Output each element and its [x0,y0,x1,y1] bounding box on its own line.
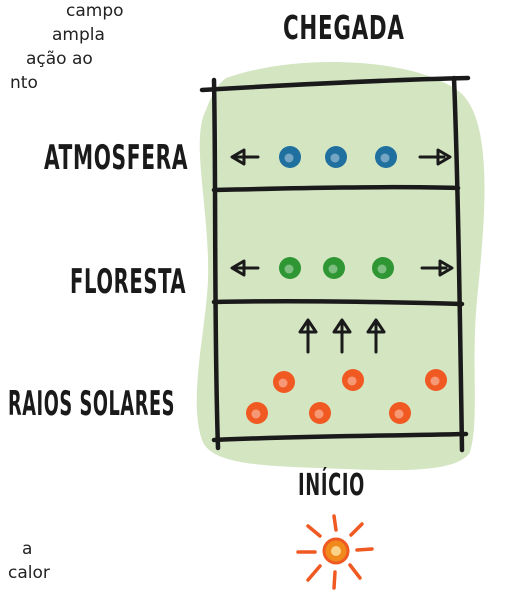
forest-particle [279,257,301,279]
atmosphere-particles [279,146,397,168]
solar-particle-highlight [394,409,404,419]
paragraph-fragment-3: ação ao [26,49,93,69]
label-bottom: INÍCIO [298,468,365,503]
atmosphere-particle-highlight [284,153,294,163]
forest-particle-highlight [328,264,338,274]
forest-particles [279,257,394,279]
paragraph-fragment-6: calor [8,563,50,583]
solar-particle [309,402,331,424]
atmosphere-divider [211,184,461,193]
paragraph-fragment-2: ampla [52,25,105,45]
forest-particle [372,257,394,279]
right-arrow-icon [420,259,454,277]
right-arrow-icon [418,148,452,166]
solar-particle [389,402,411,424]
solar-particle-highlight [314,409,324,419]
forest-arrows [230,259,454,277]
atmosphere-arrows [230,148,452,166]
solar-particle-highlight [430,376,440,386]
forest-particle-highlight [284,264,294,274]
paragraph-fragment-5: a [22,539,33,559]
up-arrow-icon [332,318,352,354]
label-top: CHEGADA [283,8,405,47]
sun-icon [296,514,374,590]
atmosphere-particle [325,146,347,168]
forest-particle [323,257,345,279]
left-arrow-icon [230,148,260,166]
solar-particle [246,402,268,424]
atmosphere-particle-highlight [330,153,340,163]
paragraph-fragment-1: campo [66,1,124,21]
solar-particle-highlight [251,409,261,419]
paragraph-fragment-4: nto [10,73,38,93]
atmosphere-particle [279,146,301,168]
column-outline [199,75,471,453]
left-arrow-icon [230,259,260,277]
upward-arrows [298,318,386,354]
solar-particle [342,369,364,391]
solar-particle [273,371,295,393]
forest-divider [211,298,465,307]
solar-particle-highlight [347,376,357,386]
label-solar: RAIOS SOLARES [8,384,176,424]
up-arrow-icon [298,318,318,354]
label-atmosphere: ATMOSFERA [44,138,189,178]
label-forest: FLORESTA [70,262,187,302]
up-arrow-icon [366,318,386,354]
atmosphere-particle [375,146,397,168]
forest-particle-highlight [377,264,387,274]
solar-particles [246,369,447,424]
atmosphere-particle-highlight [380,153,390,163]
solar-particle-highlight [278,378,288,388]
solar-particle [425,369,447,391]
